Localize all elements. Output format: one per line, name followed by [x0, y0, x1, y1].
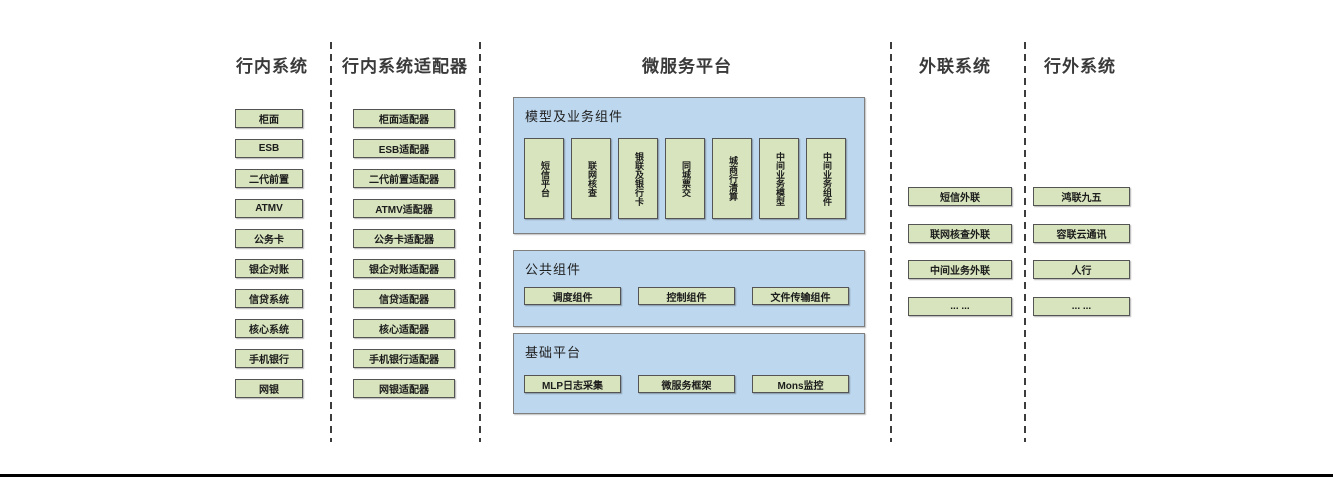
system-box-internal: ATMV [235, 199, 303, 218]
divider-line [330, 42, 332, 442]
component-box: 调度组件 [524, 287, 621, 305]
system-box-adapter: 公务卡适配器 [353, 229, 455, 248]
system-box-internal: 手机银行 [235, 349, 303, 368]
panel-title: 公共组件 [525, 262, 582, 277]
bottom-divider-line [0, 474, 1333, 477]
divider-line [890, 42, 892, 442]
horizontal-box-row: 调度组件 控制组件 文件传输组件 [524, 287, 849, 305]
component-box: Mons监控 [752, 375, 849, 393]
system-box-outside: 容联云通讯 [1033, 224, 1130, 243]
panel-title: 基础平台 [525, 345, 582, 360]
system-box-internal: 核心系统 [235, 319, 303, 338]
column-title-internal-systems: 行内系统 [236, 57, 308, 76]
system-box-adapter: 信贷适配器 [353, 289, 455, 308]
component-box-vertical: 中间业务模型 [759, 138, 799, 219]
system-box-internal: 柜面 [235, 109, 303, 128]
system-box-adapter: ESB适配器 [353, 139, 455, 158]
system-box-external-link: 短信外联 [908, 187, 1012, 206]
component-box-vertical: 同城票交 [665, 138, 705, 219]
component-box-vertical: 联网核查 [571, 138, 611, 219]
component-box: 微服务框架 [638, 375, 735, 393]
column-title-internal-adapters: 行内系统适配器 [342, 57, 468, 76]
system-box-internal: 信贷系统 [235, 289, 303, 308]
system-box-adapter: 银企对账适配器 [353, 259, 455, 278]
system-box-outside: ... ... [1033, 297, 1130, 316]
component-box: 文件传输组件 [752, 287, 849, 305]
component-box: 控制组件 [638, 287, 735, 305]
component-box-vertical: 城商行清算 [712, 138, 752, 219]
column-title-external-link-systems: 外联系统 [919, 57, 991, 76]
component-box: MLP日志采集 [524, 375, 621, 393]
panel-title: 模型及业务组件 [525, 109, 624, 124]
system-box-external-link: 联网核查外联 [908, 224, 1012, 243]
system-box-adapter: 网银适配器 [353, 379, 455, 398]
system-box-adapter: 核心适配器 [353, 319, 455, 338]
system-box-adapter: 柜面适配器 [353, 109, 455, 128]
system-box-adapter: 手机银行适配器 [353, 349, 455, 368]
component-box-vertical: 短信平台 [524, 138, 564, 219]
component-box-vertical: 银联及银行卡 [618, 138, 658, 219]
vertical-box-row: 短信平台 联网核查 银联及银行卡 同城票交 城商行清算 中间业务模型 中间业务组… [524, 138, 846, 219]
panel-base-platform: 基础平台 MLP日志采集 微服务框架 Mons监控 [513, 333, 865, 414]
system-box-outside: 人行 [1033, 260, 1130, 279]
system-box-internal: ESB [235, 139, 303, 158]
system-box-internal: 网银 [235, 379, 303, 398]
divider-line [1024, 42, 1026, 442]
column-title-outside-systems: 行外系统 [1044, 57, 1116, 76]
panel-common-components: 公共组件 调度组件 控制组件 文件传输组件 [513, 250, 865, 327]
system-box-adapter: 二代前置适配器 [353, 169, 455, 188]
system-box-external-link: 中间业务外联 [908, 260, 1012, 279]
divider-line [479, 42, 481, 442]
panel-model-business-components: 模型及业务组件 短信平台 联网核查 银联及银行卡 同城票交 城商行清算 中间业务… [513, 97, 865, 234]
system-box-external-link: ... ... [908, 297, 1012, 316]
component-box-vertical: 中间业务组件 [806, 138, 846, 219]
system-box-internal: 银企对账 [235, 259, 303, 278]
system-box-outside: 鸿联九五 [1033, 187, 1130, 206]
system-box-adapter: ATMV适配器 [353, 199, 455, 218]
system-box-internal: 二代前置 [235, 169, 303, 188]
system-box-internal: 公务卡 [235, 229, 303, 248]
column-title-microservice-platform: 微服务平台 [642, 57, 732, 76]
horizontal-box-row: MLP日志采集 微服务框架 Mons监控 [524, 375, 849, 393]
